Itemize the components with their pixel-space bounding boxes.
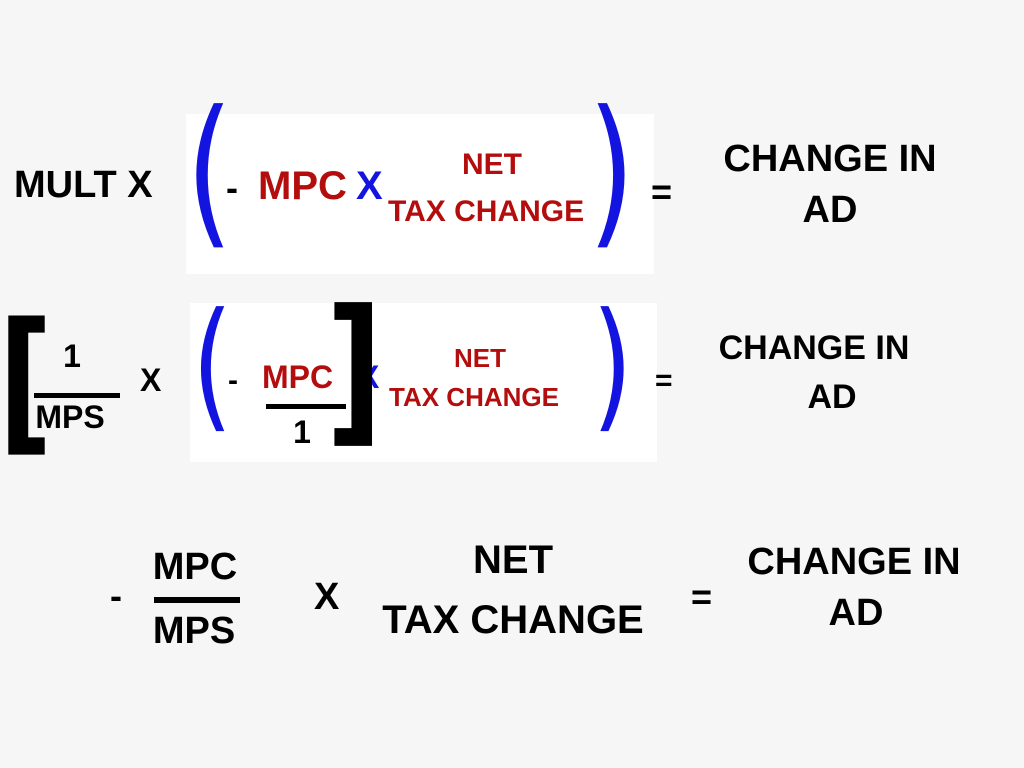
equation-2-times-inner: X [358,359,380,395]
equation-2-change-in: CHANGE IN [718,329,910,367]
equation-2-mpc: MPC [262,359,334,395]
equation-1-left-paren: ( [186,77,233,266]
equation-3-ad: AD [828,592,884,634]
equation-2-left-paren: ( [192,281,233,447]
equation-3-tax-change: TAX CHANGE [382,598,644,642]
equation-1-panel [186,114,654,274]
equation-1-ad: AD [802,189,858,231]
equation-1-minus: - [226,167,238,208]
equation-3-fraction-bar [154,597,240,603]
equation-3-minus: - [110,575,122,616]
equation-1-equals: = [651,171,673,212]
equation-2-fraction-bar [34,393,120,398]
equation-2-equals: = [655,364,673,397]
equation-2-times-outer: X [140,362,162,398]
equation-1-right-paren: ) [588,77,635,266]
equation-3-numerator-mpc: MPC [152,546,238,588]
equation-2-ad: AD [807,378,857,416]
equation-3-times: X [314,576,340,618]
equation-2-tax-change: TAX CHANGE [389,382,559,412]
equation-1-net: NET [462,148,522,181]
equation-2-denominator-mps: MPS [35,399,105,435]
equation-3-change-in: CHANGE IN [747,541,961,583]
equation-2-left-bracket: [ [0,291,53,472]
equation-2-net: NET [454,343,506,373]
equation-2-denominator-one: 1 [293,414,311,450]
equation-1-change-in: CHANGE IN [723,138,937,180]
equation-1-tax-change: TAX CHANGE [388,195,585,228]
equation-1-times: X [356,164,383,208]
equation-1-mpc: MPC [258,164,347,208]
equation-3-equals: = [691,576,713,617]
equation-3-denominator-mps: MPS [152,610,236,652]
equation-3-net: NET [473,538,553,582]
equation-2-inner-fraction-bar [266,404,346,409]
equation-2-right-paren: ) [592,281,633,447]
equation-2-right-bracket: ] [326,276,383,464]
equation-1-mult-x: MULT X [14,164,153,206]
equation-2-panel [190,303,657,462]
equation-2-minus: - [228,364,238,397]
equation-2-numerator-one: 1 [63,338,81,374]
